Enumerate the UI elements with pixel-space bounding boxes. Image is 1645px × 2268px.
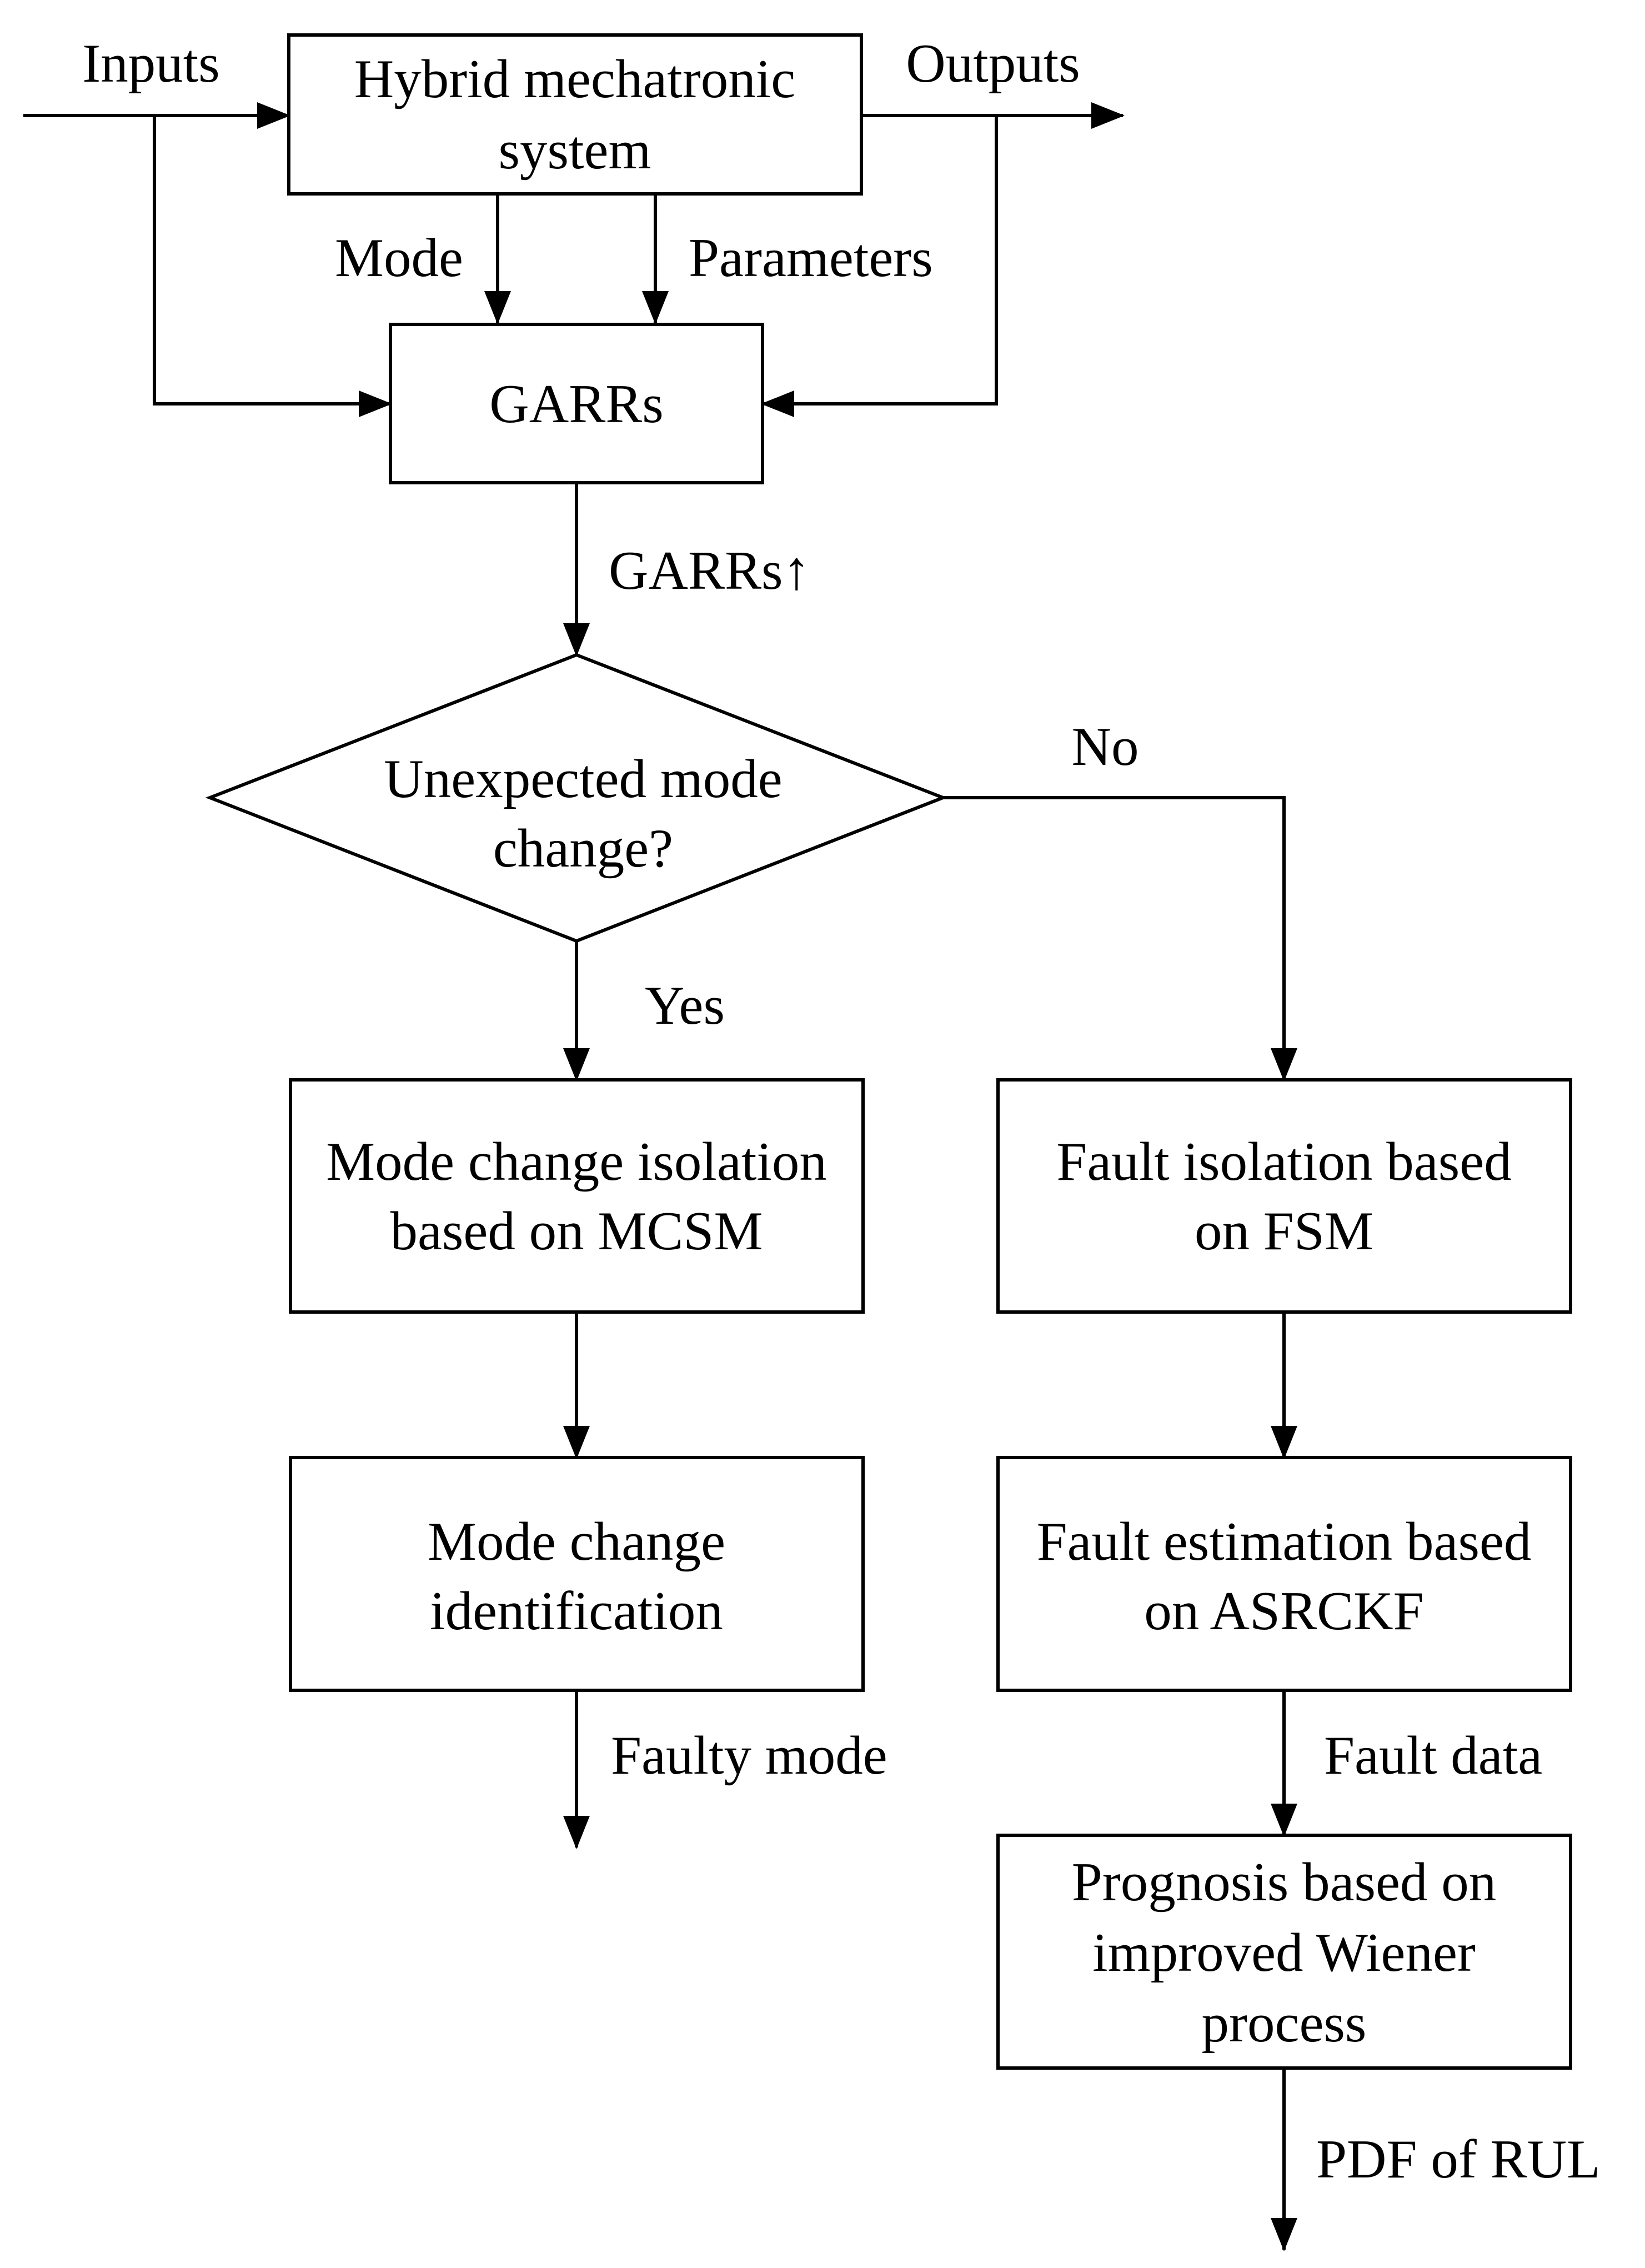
edge-labels: Inputs Outputs Mode Parameters GARRs↑ No… (82, 33, 1600, 2190)
fault-isolation-line1: Fault isolation based (1056, 1132, 1511, 1192)
mode-change-identification-line1: Mode change (428, 1511, 725, 1572)
prognosis-line3: process (1202, 1993, 1367, 2054)
garrs-node: GARRs (389, 323, 764, 484)
prognosis-node: Prognosis based on improved Wiener proce… (996, 1834, 1572, 2070)
no-arrow (943, 796, 1297, 1082)
no-label: No (1072, 717, 1139, 777)
connectors (23, 102, 1297, 2251)
faulty-mode-label: Faulty mode (611, 1725, 887, 1786)
fault-isolation-node: Fault isolation based on FSM (996, 1078, 1572, 1314)
hybrid-system-label-line2: system (498, 120, 651, 181)
mode-label: Mode (335, 228, 463, 288)
mode-change-isolation-line1: Mode change isolation (326, 1132, 827, 1192)
mode-change-isolation-node: Mode change isolation based on MCSM (289, 1078, 865, 1314)
fault-estimation-line1: Fault estimation based (1037, 1511, 1532, 1572)
yes-label: Yes (645, 975, 725, 1036)
decision-label-line1: Unexpected mode (384, 749, 782, 809)
inputs-label: Inputs (82, 33, 220, 94)
mode-change-identification-line2: identification (430, 1581, 723, 1641)
fault-estimation-line2: on ASRCKF (1144, 1581, 1423, 1641)
decision-node: Unexpected mode change? (205, 653, 948, 943)
pdf-rul-label: PDF of RUL (1316, 2129, 1601, 2190)
inputs-to-garrs-arrow (153, 116, 392, 417)
decision-label-line2: change? (493, 818, 673, 879)
parameters-label: Parameters (689, 228, 933, 288)
hybrid-system-node: Hybrid mechatronic system (287, 33, 863, 196)
fault-isolation-line2: on FSM (1195, 1201, 1373, 1261)
outputs-to-garrs-arrow (761, 116, 998, 417)
garrs-label: GARRs (489, 374, 664, 434)
fault-estimation-node: Fault estimation based on ASRCKF (996, 1456, 1572, 1692)
mode-change-identification-node: Mode change identification (289, 1456, 865, 1692)
prognosis-line2: improved Wiener (1092, 1922, 1476, 1983)
fault-data-label: Fault data (1324, 1725, 1542, 1786)
hybrid-system-label-line1: Hybrid mechatronic (354, 49, 795, 109)
prognosis-line1: Prognosis based on (1072, 1852, 1497, 1912)
mode-change-isolation-line2: based on MCSM (390, 1201, 763, 1261)
outputs-label: Outputs (906, 33, 1080, 94)
garrs-up-label: GARRs↑ (609, 540, 810, 601)
